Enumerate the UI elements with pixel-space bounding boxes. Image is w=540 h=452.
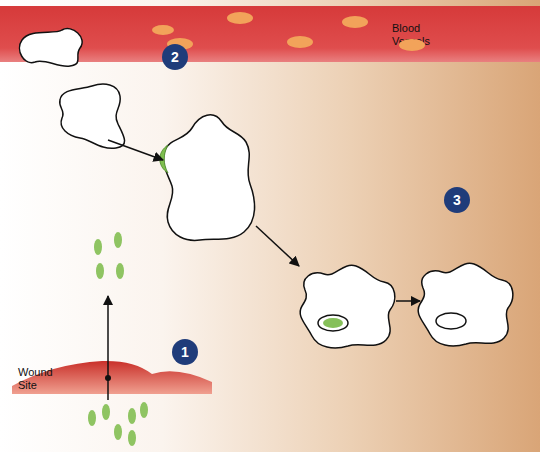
callout-number: 3 (444, 187, 470, 213)
callout-number: 2 (162, 44, 188, 70)
vessel-shape (0, 6, 540, 62)
callout-number: 1 (172, 339, 198, 365)
arrow (108, 140, 420, 400)
bacterium (88, 232, 148, 446)
phagosome (318, 315, 348, 331)
phagosome (436, 313, 466, 329)
node-label: Blood Vessels (392, 22, 452, 48)
immune-cell (20, 29, 513, 348)
blood-cell (152, 12, 425, 51)
engulfed-bacterium (323, 318, 343, 328)
node-label: Wound Site (18, 366, 58, 392)
engulfed-bacterium (160, 145, 168, 173)
arrow-origin (105, 375, 111, 381)
blood-vessel-band: Blood Vessels (0, 6, 540, 62)
